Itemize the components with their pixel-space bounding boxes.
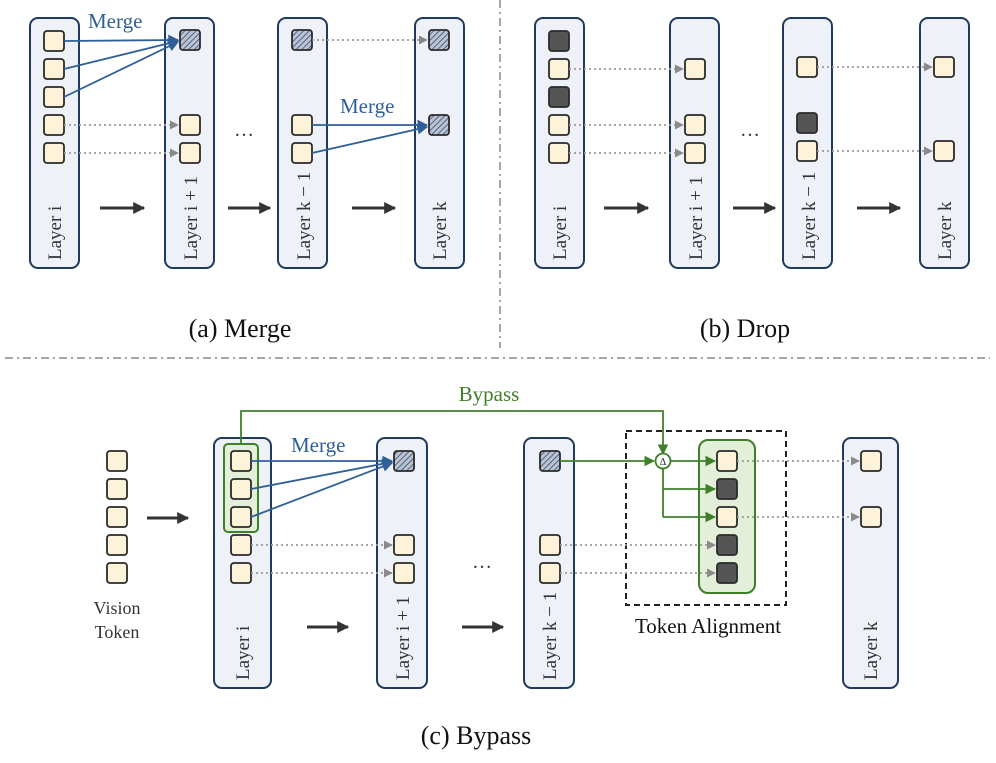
dropped-token xyxy=(716,478,738,500)
token xyxy=(230,450,252,472)
token xyxy=(796,140,818,162)
ellipsis: … xyxy=(740,119,760,141)
layer-label: Layer i + 1 xyxy=(393,596,414,680)
layer-box xyxy=(842,437,899,689)
vision-token xyxy=(106,562,128,584)
token xyxy=(548,142,570,164)
token xyxy=(548,58,570,80)
merge-arrow xyxy=(250,458,394,490)
layer-label: Layer i xyxy=(45,206,66,260)
dropped-token xyxy=(716,534,738,556)
layer-label: Layer k − 1 xyxy=(540,592,561,680)
token xyxy=(393,562,415,584)
layer-label: Layer k xyxy=(935,201,956,260)
token xyxy=(230,562,252,584)
merged-token xyxy=(393,450,415,472)
token xyxy=(43,30,65,52)
token xyxy=(716,450,738,472)
ellipsis: … xyxy=(472,551,492,573)
bypass-label: Bypass xyxy=(459,382,520,406)
token-alignment-label: Token Alignment xyxy=(635,614,781,638)
panel-caption: (c) Bypass xyxy=(421,721,531,750)
layer-label: Layer i xyxy=(233,626,254,680)
merged-token xyxy=(539,450,561,472)
layer-label: Layer k − 1 xyxy=(799,172,820,260)
layer-label: Layer k xyxy=(861,621,882,680)
vision-token xyxy=(106,478,128,500)
merged-token xyxy=(428,114,450,136)
merged-token xyxy=(291,29,313,51)
token xyxy=(43,114,65,136)
dropped-token xyxy=(548,30,570,52)
token xyxy=(179,142,201,164)
token xyxy=(684,114,706,136)
token xyxy=(291,142,313,164)
token xyxy=(716,506,738,528)
token xyxy=(230,534,252,556)
token xyxy=(393,534,415,556)
layer-box xyxy=(414,17,465,269)
token xyxy=(796,56,818,78)
dropped-token xyxy=(548,86,570,108)
token xyxy=(179,114,201,136)
token xyxy=(291,114,313,136)
token xyxy=(230,506,252,528)
token xyxy=(684,58,706,80)
panel-caption: (a) Merge xyxy=(189,314,292,343)
vision-token xyxy=(106,534,128,556)
merge-arrow xyxy=(250,461,394,518)
panel-c-bypass: Vision Token xyxy=(94,382,899,750)
merge-arrow xyxy=(63,34,180,46)
token xyxy=(860,450,882,472)
token xyxy=(684,142,706,164)
vision-token xyxy=(106,506,128,528)
token xyxy=(539,534,561,556)
token xyxy=(539,562,561,584)
merged-token xyxy=(179,29,201,51)
dropped-token xyxy=(796,112,818,134)
dropped-token xyxy=(716,562,738,584)
token xyxy=(230,478,252,500)
delta-symbol: Δ xyxy=(660,457,667,468)
merge-label: Merge xyxy=(88,9,142,33)
bypass-arrow xyxy=(240,410,669,456)
token xyxy=(933,140,955,162)
layer-label: Layer k − 1 xyxy=(294,172,315,260)
token xyxy=(43,86,65,108)
token xyxy=(933,56,955,78)
vision-token-label: Token xyxy=(95,622,140,642)
panel-b-drop: … Layer i Layer i + 1 Layer k − 1 Layer … xyxy=(534,17,970,343)
layer-label: Layer k xyxy=(430,201,451,260)
merge-arrow xyxy=(311,123,429,154)
layer-label: Layer i + 1 xyxy=(686,176,707,260)
merge-label: Merge xyxy=(291,433,345,457)
merged-token xyxy=(428,29,450,51)
ellipsis: … xyxy=(234,119,254,141)
merge-label: Merge xyxy=(340,94,394,118)
token xyxy=(860,506,882,528)
merge-arrow xyxy=(63,38,180,70)
token-alignment-box xyxy=(625,430,787,606)
layer-label: Layer i xyxy=(550,206,571,260)
token xyxy=(43,142,65,164)
layer-label: Layer i + 1 xyxy=(181,176,202,260)
panel-caption: (b) Drop xyxy=(700,314,790,343)
token xyxy=(548,114,570,136)
panel-a-merge: Merge Merge … Layer i Layer i + 1 Layer … xyxy=(29,9,465,343)
vision-token xyxy=(106,450,128,472)
token xyxy=(43,58,65,80)
vision-token-label: Vision xyxy=(94,598,141,618)
merge-arrow xyxy=(63,41,179,98)
